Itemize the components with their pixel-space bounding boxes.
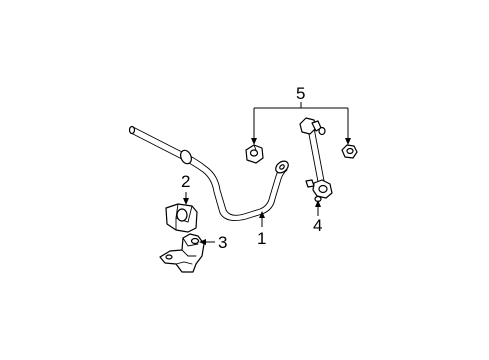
bushing [165,203,198,233]
nut-right [341,144,358,159]
callout-labels: 1 2 3 4 5 [181,84,322,252]
stabilizer-bar [128,125,289,221]
callout-1: 1 [257,229,266,248]
bushing-bracket [159,233,205,273]
callout-5: 5 [296,84,305,103]
callout-3: 3 [218,233,227,252]
callout-2: 2 [181,172,190,191]
nut-left [245,144,264,164]
callout-4: 4 [313,216,322,235]
stabilizer-link [299,117,333,203]
link-nuts [245,144,358,164]
leader-lines [183,102,351,245]
